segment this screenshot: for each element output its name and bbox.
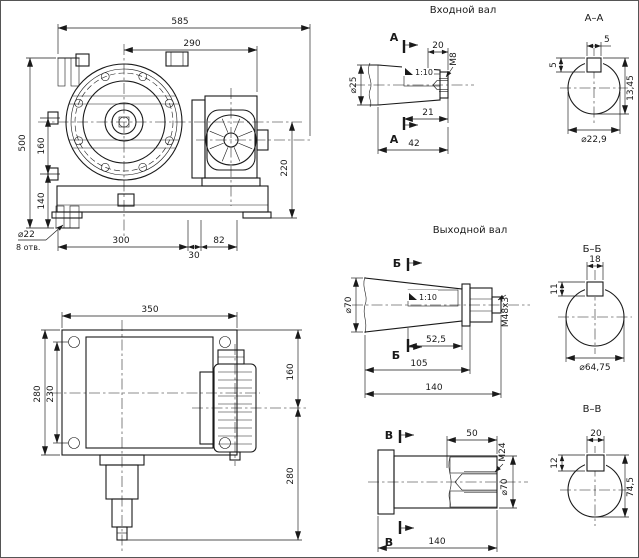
dim-290: 290 bbox=[183, 39, 200, 49]
vertical-output-shaft bbox=[99, 454, 145, 541]
section-bb-dimensions: 18 11 ⌀64,75 bbox=[550, 255, 625, 373]
key-aa bbox=[586, 57, 602, 73]
key-height-aa: 5 bbox=[549, 62, 559, 68]
front-view: 585 290 500 160 140 220 300 bbox=[16, 17, 312, 261]
section-b-letter-bottom: Б bbox=[392, 349, 400, 362]
section-vv-dimensions: 20 12 74,5 bbox=[550, 429, 636, 518]
front-view-dimensions: 585 290 500 160 140 220 300 bbox=[16, 17, 311, 261]
holes-dia-label: ⌀22 bbox=[18, 230, 35, 240]
taper-symbol bbox=[405, 68, 413, 75]
fan-cowl bbox=[206, 109, 256, 171]
base-plate bbox=[61, 329, 238, 456]
input-shaft-view: Входной вал 1:10 А А bbox=[349, 5, 496, 154]
section-vv-title: В–В bbox=[583, 404, 602, 415]
output-shaft-view: Выходной вал 1:10 Б Б ⌀70 bbox=[344, 225, 530, 398]
taper-label-input: 1:10 bbox=[415, 68, 433, 77]
flange-bolts bbox=[74, 72, 174, 172]
height-vv: 74,5 bbox=[626, 477, 636, 497]
m24-hole bbox=[454, 471, 497, 493]
key-height-vv: 12 bbox=[550, 457, 560, 468]
dim-21: 21 bbox=[422, 108, 433, 118]
thread-m8-label: М8 bbox=[449, 52, 459, 66]
taper-label-output: 1:10 bbox=[419, 293, 437, 302]
dim-42: 42 bbox=[408, 139, 419, 149]
dim-140-output: 140 bbox=[425, 383, 442, 393]
eyebolt-lug bbox=[75, 53, 90, 67]
key-bb bbox=[586, 281, 604, 297]
dim-140-front: 140 bbox=[37, 192, 47, 209]
dim-82: 82 bbox=[213, 236, 224, 246]
dim-105: 105 bbox=[410, 359, 427, 369]
section-aa-dimensions: 5 5 ⌀22,9 13,45 bbox=[549, 35, 636, 145]
section-v-letter-top: В bbox=[385, 429, 393, 442]
dim-220: 220 bbox=[280, 159, 290, 176]
dim-50: 50 bbox=[466, 429, 478, 439]
dim-52-5: 52,5 bbox=[426, 335, 446, 345]
taper-symbol-output bbox=[409, 293, 417, 300]
dim-30: 30 bbox=[188, 251, 200, 261]
dia-bb: ⌀64,75 bbox=[579, 363, 610, 373]
base-bed bbox=[56, 185, 269, 213]
dim-300: 300 bbox=[112, 236, 129, 246]
section-aa-title: А–А bbox=[585, 13, 604, 24]
section-bb: Б–Б 18 11 ⌀64,75 bbox=[550, 244, 632, 373]
key-height-bb: 11 bbox=[550, 283, 560, 294]
section-a-letter-bottom: А bbox=[390, 133, 399, 146]
height-aa: 13,45 bbox=[626, 75, 636, 101]
thread-stub bbox=[491, 296, 502, 314]
dim-500: 500 bbox=[18, 134, 28, 151]
dim-280-left: 280 bbox=[33, 385, 43, 402]
section-vv: В–В 20 12 74,5 bbox=[550, 404, 636, 526]
vertical-shaft-dimensions: 50 М24 ⌀70 140 bbox=[377, 429, 517, 552]
dim-230: 230 bbox=[46, 385, 56, 402]
thread-m48-label: М48х3 bbox=[501, 297, 511, 327]
holes-count-label: 8 отв. bbox=[16, 243, 40, 252]
dim-140-vertical: 140 bbox=[428, 537, 445, 547]
input-shaft-title: Входной вал bbox=[430, 5, 497, 16]
output-shaft-dimensions: ⌀70 52,5 105 140 М48х3 bbox=[344, 277, 511, 398]
output-shaft-title: Выходной вал bbox=[433, 225, 507, 236]
dia-70-vertical: ⌀70 bbox=[500, 478, 510, 495]
dim-160-top: 160 bbox=[286, 363, 296, 380]
key-width-vv: 20 bbox=[590, 429, 602, 439]
section-b-letter-top: Б bbox=[393, 257, 401, 270]
top-view: 350 280 230 160 280 bbox=[33, 305, 306, 552]
section-v-letter-bottom: В bbox=[385, 536, 393, 549]
input-shaft-dimensions: 20 М8 ⌀25 21 42 bbox=[349, 41, 459, 154]
dim-20-input: 20 bbox=[432, 41, 444, 51]
dia-25-label: ⌀25 bbox=[349, 77, 359, 94]
housing-flange-circle bbox=[65, 63, 183, 181]
dia-70-output: ⌀70 bbox=[344, 296, 354, 313]
section-aa: А–А 5 5 ⌀22,9 13,45 bbox=[549, 13, 636, 145]
key-vv bbox=[586, 454, 605, 472]
key-width-aa: 5 bbox=[604, 35, 610, 45]
dim-350: 350 bbox=[141, 305, 158, 315]
dim-585: 585 bbox=[171, 17, 188, 27]
vertical-shaft-view: В В 50 М24 ⌀70 140 bbox=[368, 429, 528, 552]
dia-aa: ⌀22,9 bbox=[581, 135, 607, 145]
thread-m24-label: М24 bbox=[498, 442, 508, 461]
dim-280-right: 280 bbox=[286, 467, 296, 484]
section-bb-title: Б–Б bbox=[583, 244, 602, 255]
top-view-dimensions: 350 280 230 160 280 bbox=[33, 305, 302, 541]
motor-top bbox=[199, 349, 257, 461]
corner-holes bbox=[68, 336, 231, 449]
motor-front bbox=[191, 95, 269, 187]
motor-fins bbox=[218, 371, 252, 445]
key-width-bb: 18 bbox=[589, 255, 601, 265]
fan-circle bbox=[205, 114, 257, 166]
fan-blades bbox=[209, 118, 253, 162]
shaft-body bbox=[393, 455, 498, 509]
section-a-letter-top: А bbox=[390, 31, 399, 44]
section-v-markers: В В bbox=[385, 429, 415, 549]
dim-160-front: 160 bbox=[37, 137, 47, 154]
